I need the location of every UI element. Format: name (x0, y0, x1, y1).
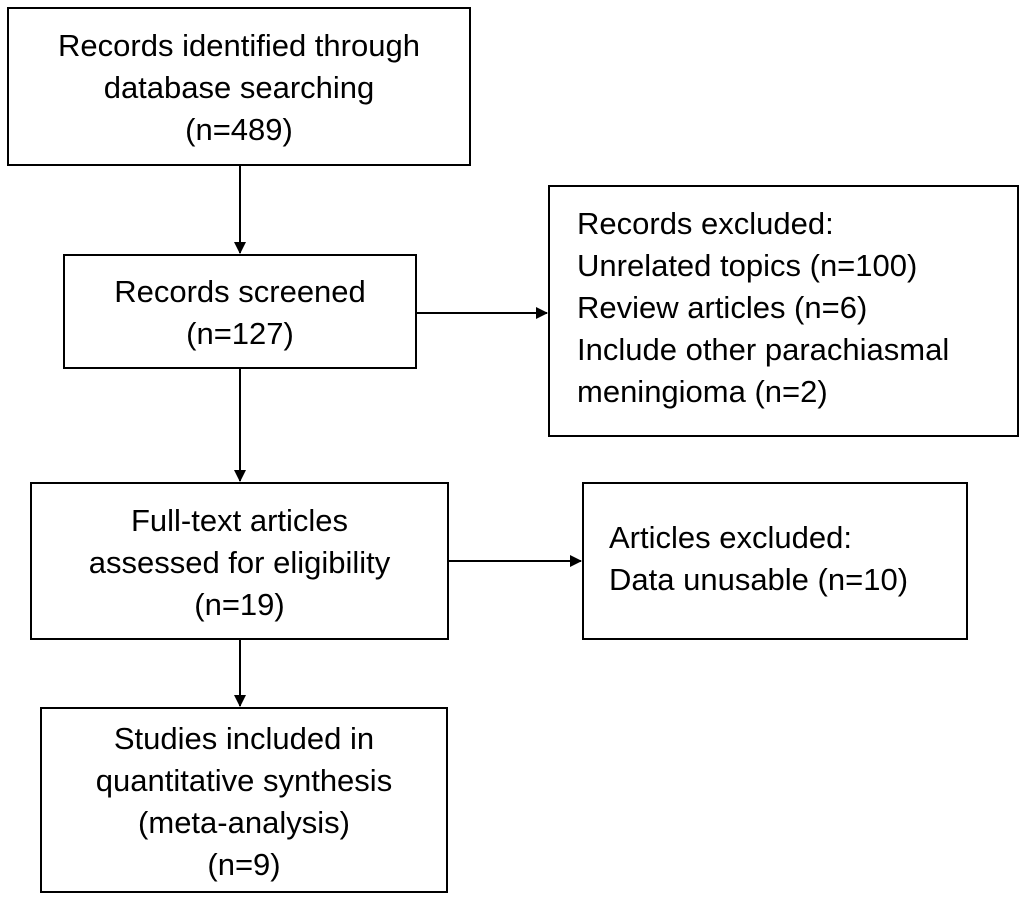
records-excluded-other-line-1: Include other parachiasmal (577, 332, 950, 367)
records-screened-count: (n=127) (186, 316, 294, 351)
records-screened-box: Records screened (n=127) (63, 254, 417, 369)
studies-included-line-2: quantitative synthesis (95, 763, 393, 798)
articles-excluded-unusable: Data unusable (n=10) (609, 562, 909, 597)
studies-included-line-1: Studies included in (113, 721, 375, 756)
records-excluded-box: Records excluded: Unrelated topics (n=10… (548, 185, 1019, 437)
fulltext-line-2: assessed for eligibility (88, 545, 391, 580)
studies-included-line-3: (meta-analysis) (138, 805, 350, 840)
records-identified-box: Records identified through database sear… (7, 7, 471, 166)
records-identified-count: (n=489) (185, 112, 293, 147)
records-screened-label: Records screened (114, 274, 366, 309)
records-excluded-review: Review articles (n=6) (577, 290, 868, 325)
fulltext-count: (n=19) (194, 587, 285, 622)
studies-included-box: Studies included in quantitative synthes… (40, 707, 448, 893)
articles-excluded-heading: Articles excluded: (609, 520, 852, 555)
records-excluded-other-line-2: meningioma (n=2) (577, 374, 828, 409)
fulltext-line-1: Full-text articles (130, 503, 349, 538)
records-excluded-heading: Records excluded: (577, 206, 834, 241)
records-identified-line-1: Records identified through (58, 28, 420, 63)
articles-excluded-box: Articles excluded: Data unusable (n=10) (582, 482, 968, 640)
records-excluded-unrelated: Unrelated topics (n=100) (577, 248, 918, 283)
fulltext-assessed-box: Full-text articles assessed for eligibil… (30, 482, 449, 640)
records-identified-line-2: database searching (103, 70, 375, 105)
studies-included-count: (n=9) (207, 847, 281, 882)
